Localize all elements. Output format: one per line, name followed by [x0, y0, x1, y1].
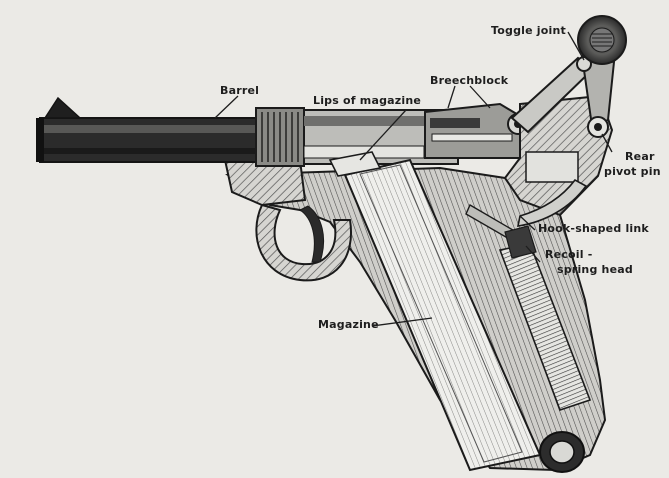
label-hook-shaped-link: Hook-shaped link [538, 222, 649, 235]
front-sight [43, 96, 82, 119]
barrel [39, 117, 261, 163]
trigger [299, 205, 325, 263]
trigger-guard [255, 203, 352, 282]
leader-breechblock-2 [469, 85, 491, 109]
magazine-lips [328, 151, 382, 177]
leader-recoil [525, 245, 541, 263]
label-lips-of-magazine: Lips of magazine [313, 94, 421, 107]
leader-rear-pivot [601, 133, 613, 153]
label-toggle-joint: Toggle joint [491, 24, 566, 37]
leader-toggle [567, 31, 585, 61]
label-barrel: Barrel [220, 84, 259, 97]
label-magazine: Magazine [318, 318, 379, 331]
leader-barrel [214, 95, 239, 119]
collar-knurling [261, 112, 299, 162]
leader-magazine [371, 317, 433, 327]
leader-breechblock [447, 85, 456, 109]
label-rear-pivot-pin-line1: Rear [625, 150, 655, 163]
breechblock [424, 102, 521, 159]
label-rear-pivot-pin-line2: pivot pin [604, 165, 661, 178]
label-breechblock: Breechblock [430, 74, 509, 87]
hook-shaped-link [516, 178, 588, 227]
label-recoil-spring-head-line1: Recoil - [545, 248, 593, 261]
recoil-spring-head [504, 225, 537, 259]
label-recoil-spring-head-line2: spring head [557, 263, 633, 276]
leader-hook [519, 215, 536, 231]
leader-lips [359, 109, 407, 161]
